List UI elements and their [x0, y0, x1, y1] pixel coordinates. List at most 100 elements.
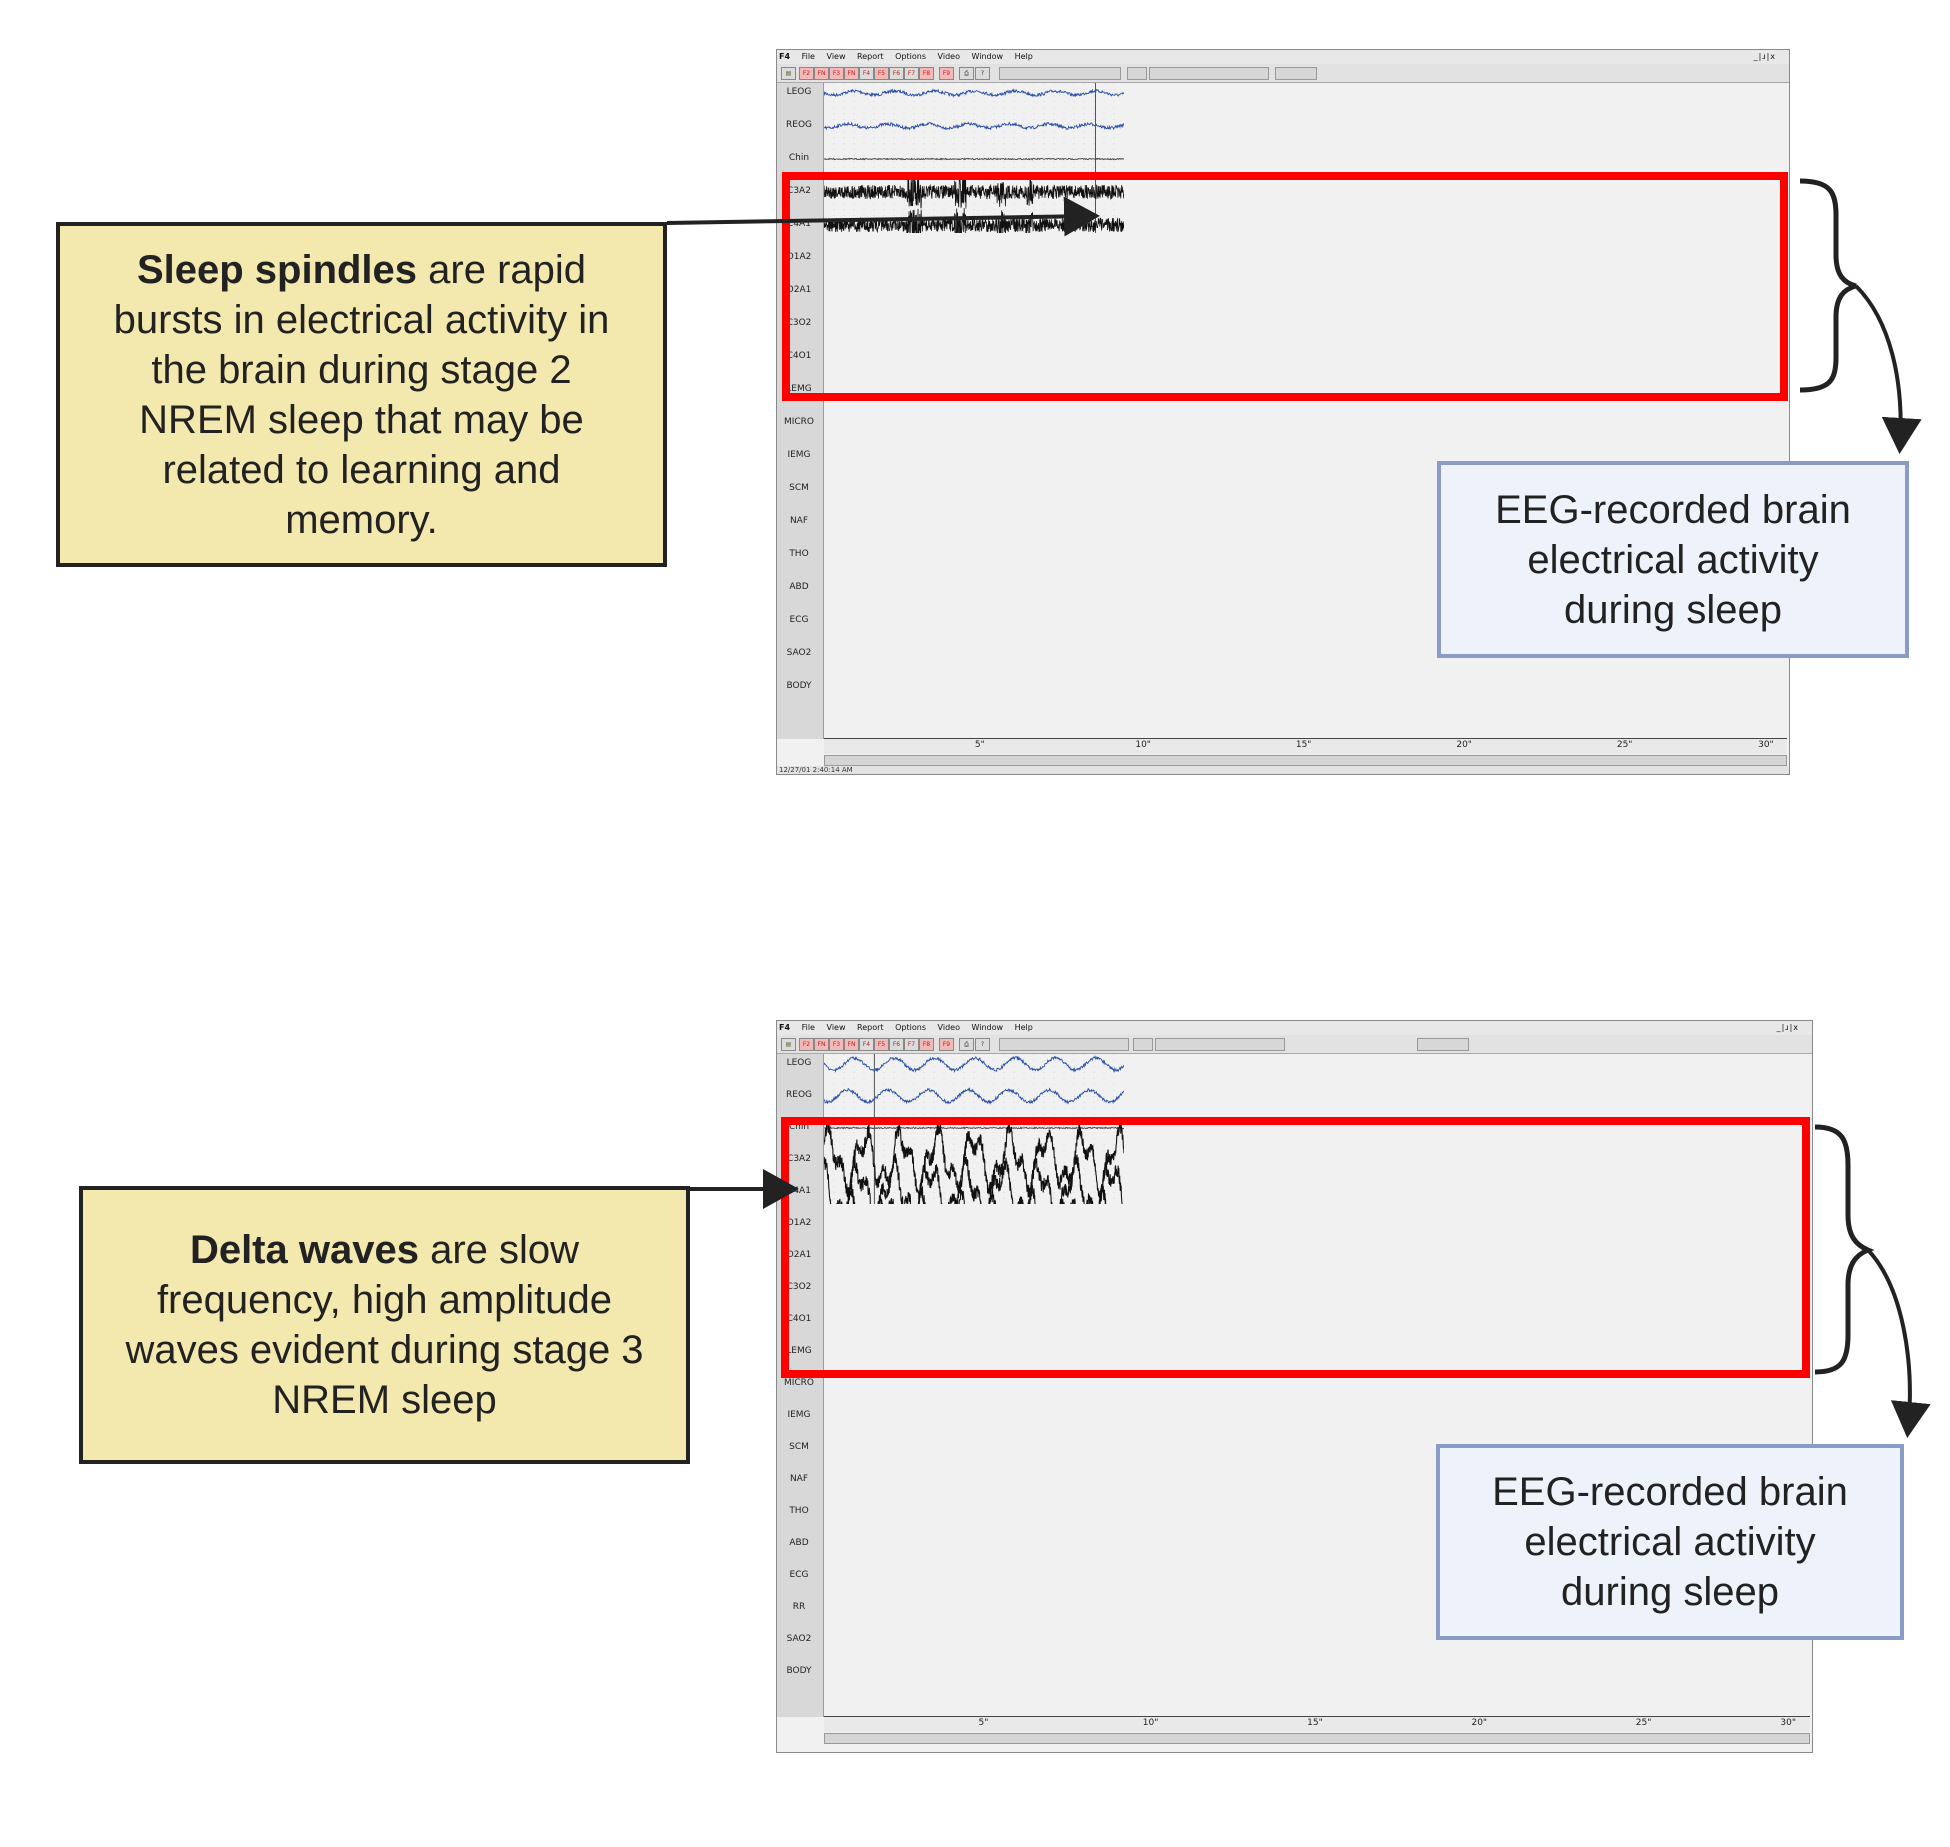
channel-label: THO — [789, 549, 809, 559]
channel-label: C3O2 — [786, 318, 812, 328]
channel-label: NAF — [789, 516, 809, 526]
callout-description: are rapid bursts in electrical activity … — [113, 247, 610, 542]
print-icon[interactable]: ⎙ — [959, 1038, 974, 1051]
time-tick-label: 5" — [974, 740, 985, 750]
toolbar-strip[interactable] — [999, 1038, 1129, 1051]
toolbar-strip[interactable] — [1127, 67, 1147, 80]
toolbar-key-f6[interactable]: F6 — [889, 1038, 904, 1051]
time-tick-label: 20" — [1456, 740, 1472, 750]
channel-label: IEMG — [787, 450, 811, 460]
toolbar-key-f2[interactable]: F2 — [799, 1038, 814, 1051]
menu-view[interactable]: View — [826, 1023, 846, 1032]
toolbar-key-f2[interactable]: F2 — [799, 67, 814, 80]
channel-label: LEMG — [786, 1346, 812, 1356]
menu-bar: F4 File View Report Options Video Window… — [777, 1021, 1812, 1035]
channel-label: O2A1 — [786, 285, 812, 295]
time-tick-label: 10" — [1142, 1718, 1159, 1728]
toolbar-strip[interactable] — [999, 67, 1121, 80]
delta-callout: Delta waves are slow frequency, high amp… — [79, 1186, 690, 1464]
horizontal-scrollbar[interactable] — [824, 755, 1787, 766]
menu-video[interactable]: Video — [937, 1023, 960, 1032]
toolbar-key-f3[interactable]: F3 — [829, 67, 844, 80]
channel-label: Chin — [788, 1122, 810, 1132]
signal-trace-c4a1 — [824, 1153, 1123, 1204]
menu-help[interactable]: Help — [1014, 1023, 1033, 1032]
horizontal-scrollbar[interactable] — [824, 1733, 1810, 1744]
channel-label: MICRO — [783, 417, 815, 427]
time-tick-label: 5" — [978, 1718, 989, 1728]
toolbar: ▤ F2 FN F3 FN F4 F5 F6 F7 F8 F9 ⎙ ? — [777, 64, 1789, 83]
open-icon[interactable]: ▤ — [781, 1038, 796, 1051]
channel-label: O2A1 — [786, 1250, 812, 1260]
toolbar-key-f5[interactable]: F5 — [874, 67, 889, 80]
toolbar-strip[interactable] — [1417, 1038, 1469, 1051]
signal-trace-leog — [824, 1055, 1124, 1073]
curved-arrow — [1866, 1248, 1931, 1438]
eeg-info-box: EEG-recorded brain electrical activity d… — [1436, 1444, 1904, 1640]
callout-term: Delta waves — [189, 1228, 419, 1272]
channel-label: LEMG — [786, 384, 812, 394]
menu-file[interactable]: File — [801, 1023, 815, 1032]
toolbar-key-fn[interactable]: FN — [814, 67, 829, 80]
window-controls[interactable]: _|ɹ|x — [1776, 1023, 1799, 1032]
toolbar-key-f5[interactable]: F5 — [874, 1038, 889, 1051]
toolbar-key-f4[interactable]: F4 — [859, 1038, 874, 1051]
menu-window[interactable]: Window — [971, 1023, 1004, 1032]
print-icon[interactable]: ⎙ — [959, 67, 974, 80]
toolbar-key-f9[interactable]: F9 — [939, 67, 954, 80]
toolbar-key-f9[interactable]: F9 — [939, 1038, 954, 1051]
delta-callout-text: Delta waves are slow frequency, high amp… — [123, 1225, 646, 1425]
menu-video[interactable]: Video — [937, 52, 960, 61]
help-icon[interactable]: ? — [975, 67, 990, 80]
channel-label: O1A2 — [786, 252, 812, 262]
toolbar-key-fn[interactable]: FN — [814, 1038, 829, 1051]
channel-label: C3O2 — [786, 1282, 812, 1292]
callout-term: Sleep spindles — [136, 247, 418, 292]
channel-label: REOG — [786, 120, 812, 130]
channel-label: NAF — [789, 1474, 809, 1484]
menu-report[interactable]: Report — [857, 52, 884, 61]
menu-options[interactable]: Options — [895, 1023, 926, 1032]
toolbar-key-f4[interactable]: F4 — [859, 67, 874, 80]
spindles-callout: Sleep spindles are rapid bursts in elect… — [56, 222, 667, 567]
time-tick-label: 15" — [1295, 740, 1312, 750]
app-label: F4 — [779, 52, 791, 61]
toolbar-key-f7[interactable]: F7 — [904, 67, 919, 80]
menu-file[interactable]: File — [801, 52, 815, 61]
channel-label: IEMG — [787, 1410, 811, 1420]
toolbar-key-f6[interactable]: F6 — [889, 67, 904, 80]
eeg-highlight-box — [782, 172, 1788, 401]
time-axis: 5"10"15"20"25"30" — [824, 1716, 1810, 1732]
toolbar-key-f8[interactable]: F8 — [919, 67, 934, 80]
channel-label: THO — [789, 1506, 809, 1516]
toolbar-key-f3[interactable]: F3 — [829, 1038, 844, 1051]
toolbar: ▤ F2 FN F3 FN F4 F5 F6 F7 F8 F9 ⎙ ? — [777, 1035, 1812, 1054]
menu-help[interactable]: Help — [1014, 52, 1033, 61]
app-label: F4 — [779, 1023, 791, 1032]
window-controls[interactable]: _|ɹ|x — [1753, 52, 1776, 61]
open-icon[interactable]: ▤ — [781, 67, 796, 80]
toolbar-strip[interactable] — [1149, 67, 1269, 80]
toolbar-key-f8[interactable]: F8 — [919, 1038, 934, 1051]
menu-view[interactable]: View — [826, 52, 846, 61]
help-icon[interactable]: ? — [975, 1038, 990, 1051]
channel-label: REOG — [786, 1090, 812, 1100]
time-tick-label: 25" — [1635, 1718, 1652, 1728]
menu-window[interactable]: Window — [971, 52, 1004, 61]
signal-trace-reog — [824, 121, 1124, 131]
toolbar-key-fn2[interactable]: FN — [844, 67, 859, 80]
menu-report[interactable]: Report — [857, 1023, 884, 1032]
channel-label: C3A2 — [787, 1154, 811, 1164]
channel-label: LEOG — [786, 1058, 812, 1068]
signal-trace-reog — [824, 1087, 1124, 1105]
toolbar-strip[interactable] — [1275, 67, 1317, 80]
menu-options[interactable]: Options — [895, 52, 926, 61]
eeg-window-stage2: F4 File View Report Options Video Window… — [776, 49, 1790, 775]
toolbar-strip[interactable] — [1155, 1038, 1285, 1051]
toolbar-key-f7[interactable]: F7 — [904, 1038, 919, 1051]
channel-label: C4O1 — [786, 1314, 812, 1324]
toolbar-strip[interactable] — [1133, 1038, 1153, 1051]
toolbar-key-fn2[interactable]: FN — [844, 1038, 859, 1051]
eeg-info-text: EEG-recorded brain electrical activity d… — [1495, 487, 1851, 632]
